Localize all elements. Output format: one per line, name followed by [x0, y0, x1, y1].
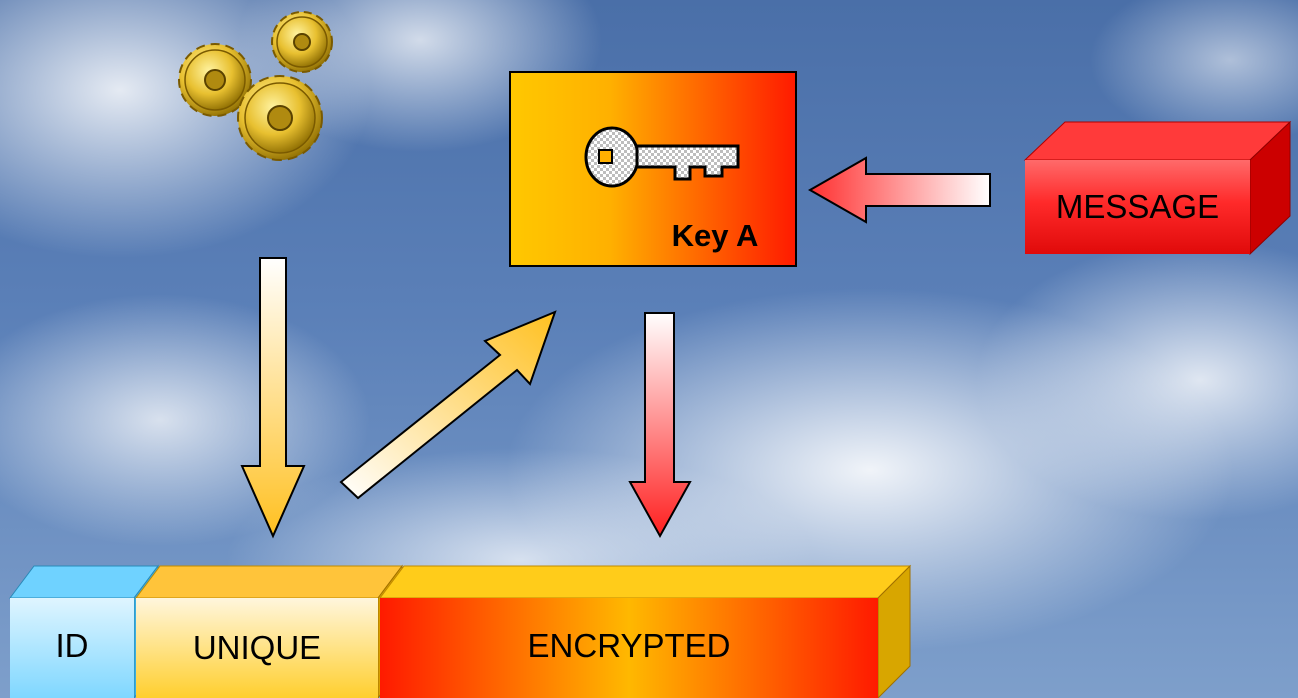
arrow-unique-to-key — [339, 310, 557, 500]
message-label: MESSAGE — [1055, 188, 1220, 225]
unique-block — [135, 564, 403, 698]
message-block — [1023, 120, 1292, 256]
id-label: ID — [55, 627, 89, 664]
arrow-gears-to-unique — [240, 257, 306, 539]
arrow-key-to-encrypted — [628, 312, 692, 539]
arrow-message-to-key — [807, 156, 991, 224]
encrypted-block — [379, 564, 912, 698]
key-box — [509, 71, 797, 267]
gears-icon — [178, 11, 333, 161]
unique-label: UNIQUE — [192, 629, 322, 666]
encrypted-label: ENCRYPTED — [527, 627, 731, 664]
key-a-label: Key A — [671, 218, 759, 253]
key-icon — [584, 126, 740, 188]
